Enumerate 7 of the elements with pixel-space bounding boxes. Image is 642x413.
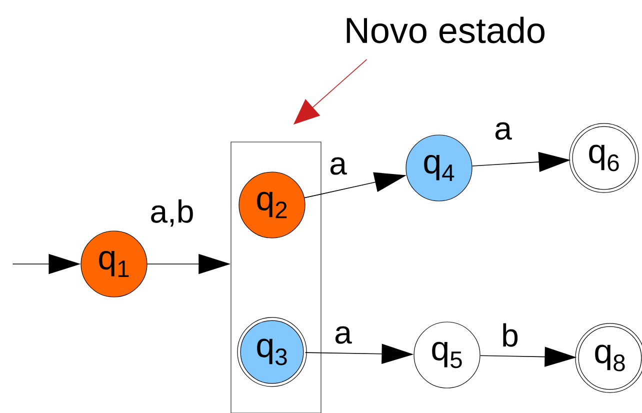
edge-label: a bbox=[330, 157, 347, 175]
edge-label: b bbox=[503, 323, 518, 347]
edge-label: a,b bbox=[151, 199, 193, 227]
annotation-text: Novo estado bbox=[346, 16, 544, 44]
edge-label: a bbox=[335, 326, 352, 344]
edge-label: a bbox=[495, 122, 512, 140]
state-group-box bbox=[230, 142, 322, 413]
